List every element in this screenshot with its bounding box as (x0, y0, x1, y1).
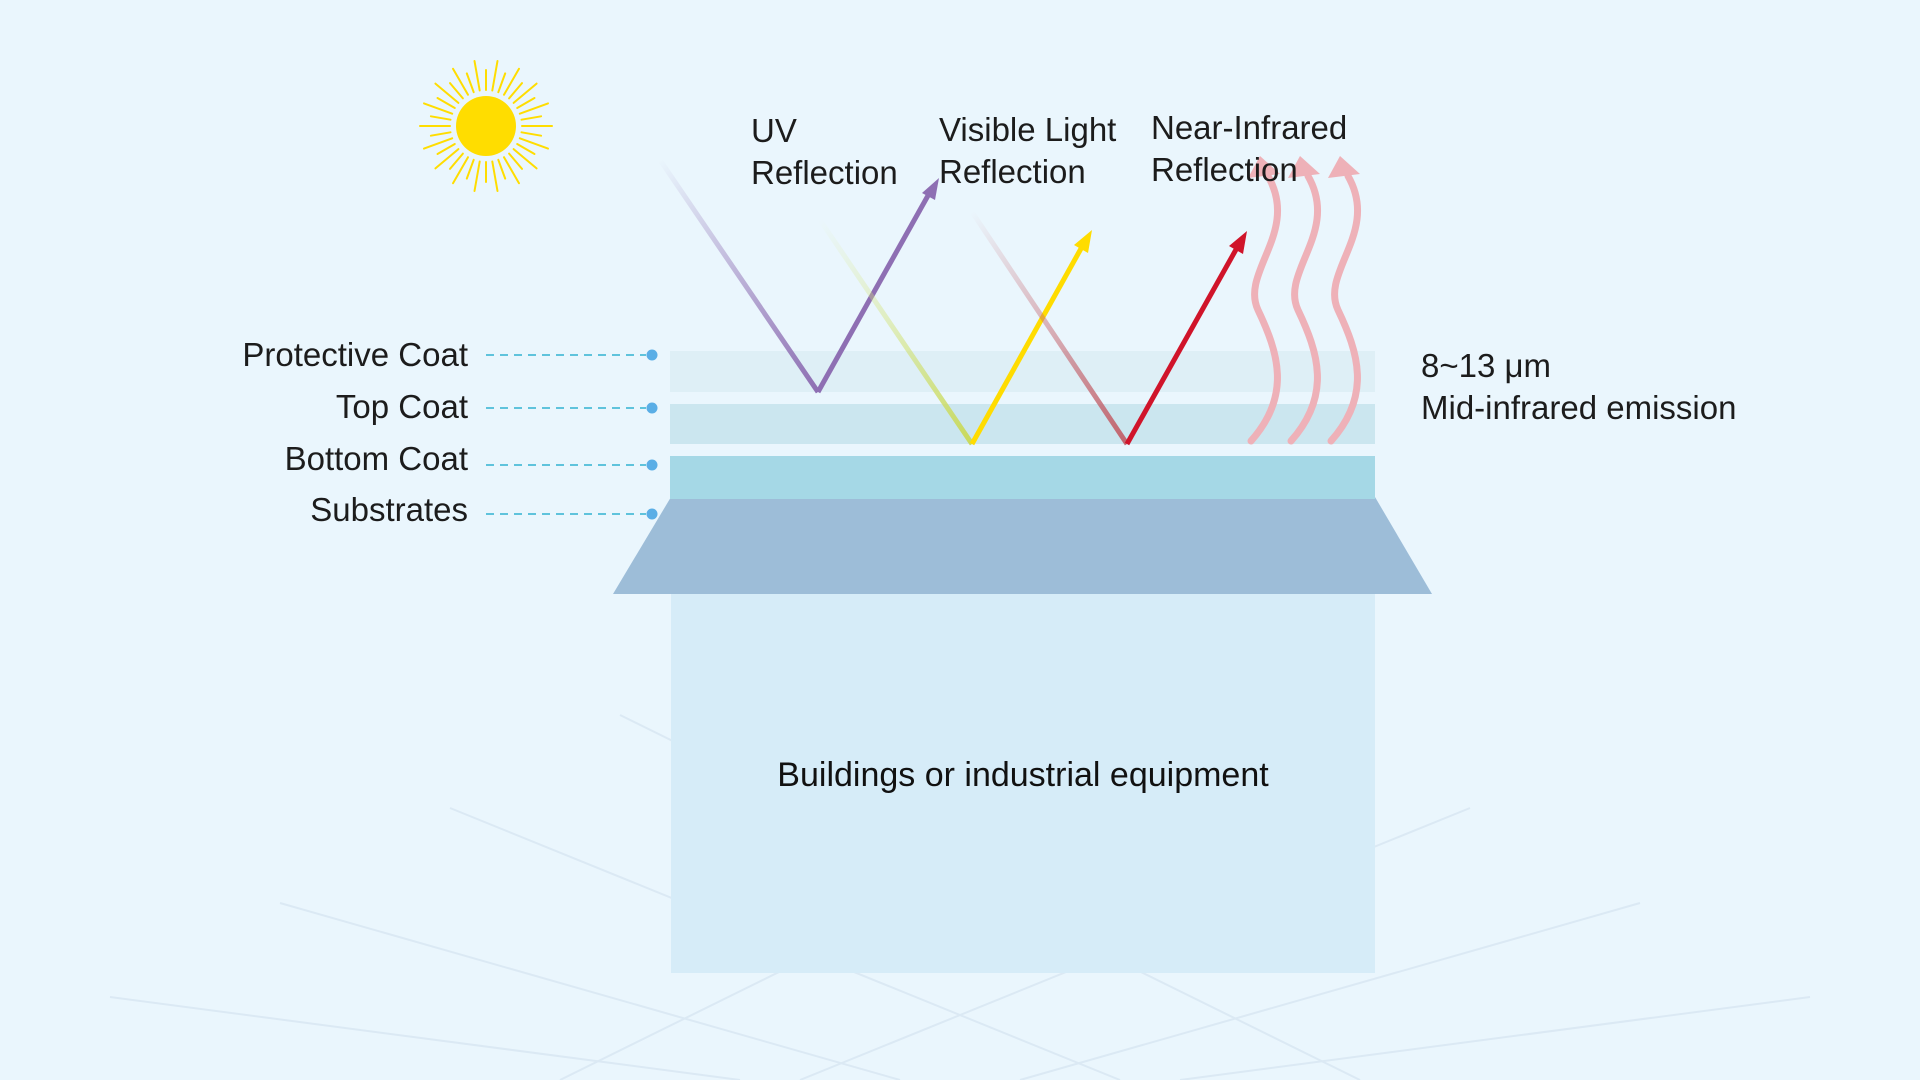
sun-ray (503, 156, 520, 185)
mid-infrared-emission-label: 8~13 μm Mid-infrared emission (1421, 347, 1736, 426)
sun-ray (473, 160, 481, 192)
emission-arrowhead (1288, 156, 1320, 178)
building-block (671, 590, 1375, 973)
sun-ray (465, 158, 475, 180)
sun-ray (503, 67, 520, 96)
emission-arrowhead (1328, 156, 1360, 178)
uv-reflected-ray (815, 190, 933, 394)
sun-ray (497, 72, 507, 94)
near-infrared-label-line2: Reflection (1151, 151, 1298, 188)
uv-reflection-ray (657, 158, 939, 394)
near-infrared-incident-ray (969, 210, 1130, 446)
layer-label-top-coat: Top Coat (336, 388, 658, 425)
layer-label-text: Protective Coat (242, 336, 468, 373)
uv-label-line1: UV (751, 112, 797, 149)
emission-label-line1: 8~13 μm (1421, 347, 1551, 384)
emission-wave (1247, 172, 1282, 445)
visible-arrowhead (1074, 230, 1092, 253)
sun-ray (429, 131, 452, 137)
sun-ray (520, 131, 543, 137)
building-label: Buildings or industrial equipment (777, 756, 1269, 794)
layer-label-text: Top Coat (336, 388, 468, 425)
sun-ray (436, 143, 456, 155)
sun-ray (491, 160, 499, 192)
sun-ray (473, 60, 481, 92)
sun-ray (452, 67, 469, 96)
emission-label-line2: Mid-infrared emission (1421, 389, 1736, 426)
leader-dot (646, 402, 658, 414)
substrate-layer (613, 497, 1432, 594)
bottom-coat-layer (670, 456, 1375, 499)
layer-label-substrates: Substrates (310, 491, 658, 528)
layer-label-bottom-coat: Bottom Coat (285, 440, 658, 477)
sun-ray (423, 102, 454, 115)
emission-wave (1287, 172, 1322, 445)
uv-reflection-label: UV Reflection (751, 112, 898, 191)
sun-ray (520, 115, 543, 121)
leader-dot (646, 508, 658, 520)
sun-ray (512, 82, 538, 104)
sun-ray (452, 156, 469, 185)
sun-ray (465, 72, 475, 94)
visible-reflected-ray (969, 243, 1086, 446)
sun-ray (434, 82, 460, 104)
sun-ray (491, 60, 499, 92)
visible-incident-ray (817, 218, 975, 446)
uv-arrowhead (922, 178, 939, 200)
sun-ray (497, 158, 507, 180)
visible-label-line2: Reflection (939, 153, 1086, 190)
emission-arrowhead (1248, 156, 1280, 178)
sun-ray (518, 102, 549, 115)
sun-ray (436, 97, 456, 109)
near-infrared-reflection-ray (969, 210, 1247, 446)
sun-ray (508, 82, 523, 100)
leader-dot (646, 349, 658, 361)
sun-ray (449, 152, 464, 170)
sun-ray (429, 115, 452, 121)
visible-light-reflection-label: Visible Light Reflection (939, 111, 1126, 190)
visible-label-line1: Visible Light (939, 111, 1116, 148)
sun-ray (512, 148, 538, 170)
near-infrared-label-line1: Near-Infrared (1151, 109, 1347, 146)
sun-icon (419, 60, 553, 192)
leader-dot (646, 459, 658, 471)
visible-light-reflection-ray (817, 218, 1092, 446)
sun-ray (434, 148, 460, 170)
layer-label-text: Bottom Coat (285, 440, 468, 477)
sun-ray (516, 143, 536, 155)
sun-ray (518, 137, 549, 150)
sun-ray (508, 152, 523, 170)
near-infrared-reflection-label: Near-Infrared Reflection (1151, 109, 1356, 188)
uv-incident-ray (657, 158, 821, 394)
mid-infrared-emission-arrows (1247, 156, 1362, 445)
layer-label-text: Substrates (310, 491, 468, 528)
near-infrared-arrowhead (1229, 231, 1247, 254)
uv-label-line2: Reflection (751, 154, 898, 191)
emission-wave (1327, 172, 1362, 445)
sun-ray (449, 82, 464, 100)
sun-ray (516, 97, 536, 109)
sun-ray (423, 137, 454, 150)
near-infrared-reflected-ray (1124, 244, 1241, 446)
layer-label-protective-coat: Protective Coat (242, 336, 658, 373)
